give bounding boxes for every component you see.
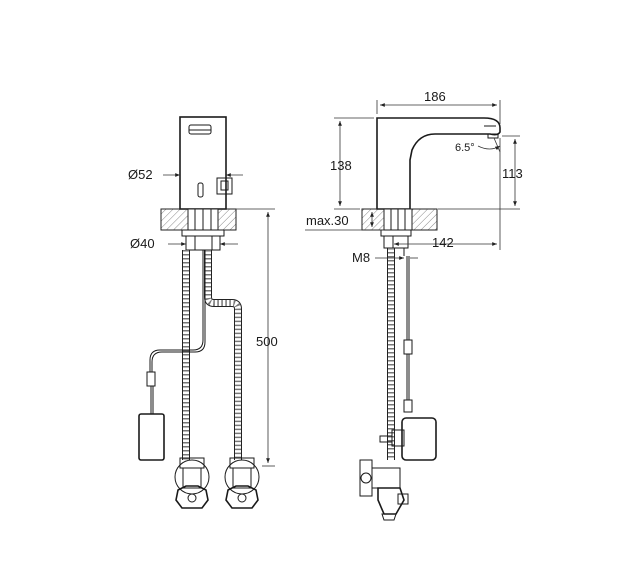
dim-label-diameter-40: Ø40 [130,236,155,251]
mount-nut [181,229,225,237]
right-hose [205,250,241,460]
outlet-aerator [487,133,499,139]
dim-label-500: 500 [256,334,278,349]
left-angle-valve [174,457,210,509]
solenoid-box [401,417,437,461]
sensor-cable [149,250,204,372]
dim-label-113: 113 [502,166,523,181]
faucet-body-side [376,117,501,210]
dim-label-186: 186 [424,89,446,104]
dim-label-diameter-52: Ø52 [128,167,153,182]
dim-label-angle: 6.5° [455,142,475,154]
battery-box [138,413,165,461]
dim-label-138: 138 [330,158,352,173]
dim-label-m8: M8 [352,250,370,265]
side-angle-valve [359,459,409,521]
dim-label-max-30: max.30 [306,213,349,228]
right-angle-valve [224,457,260,509]
side-bracket [216,177,233,195]
front-view: Ø52 Ø40 500 [128,116,278,509]
sensor-slot [197,182,204,198]
dim-label-142: 142 [432,235,454,250]
side-view: 186 138 113 6.5° max.30 142 M8 [305,89,523,521]
